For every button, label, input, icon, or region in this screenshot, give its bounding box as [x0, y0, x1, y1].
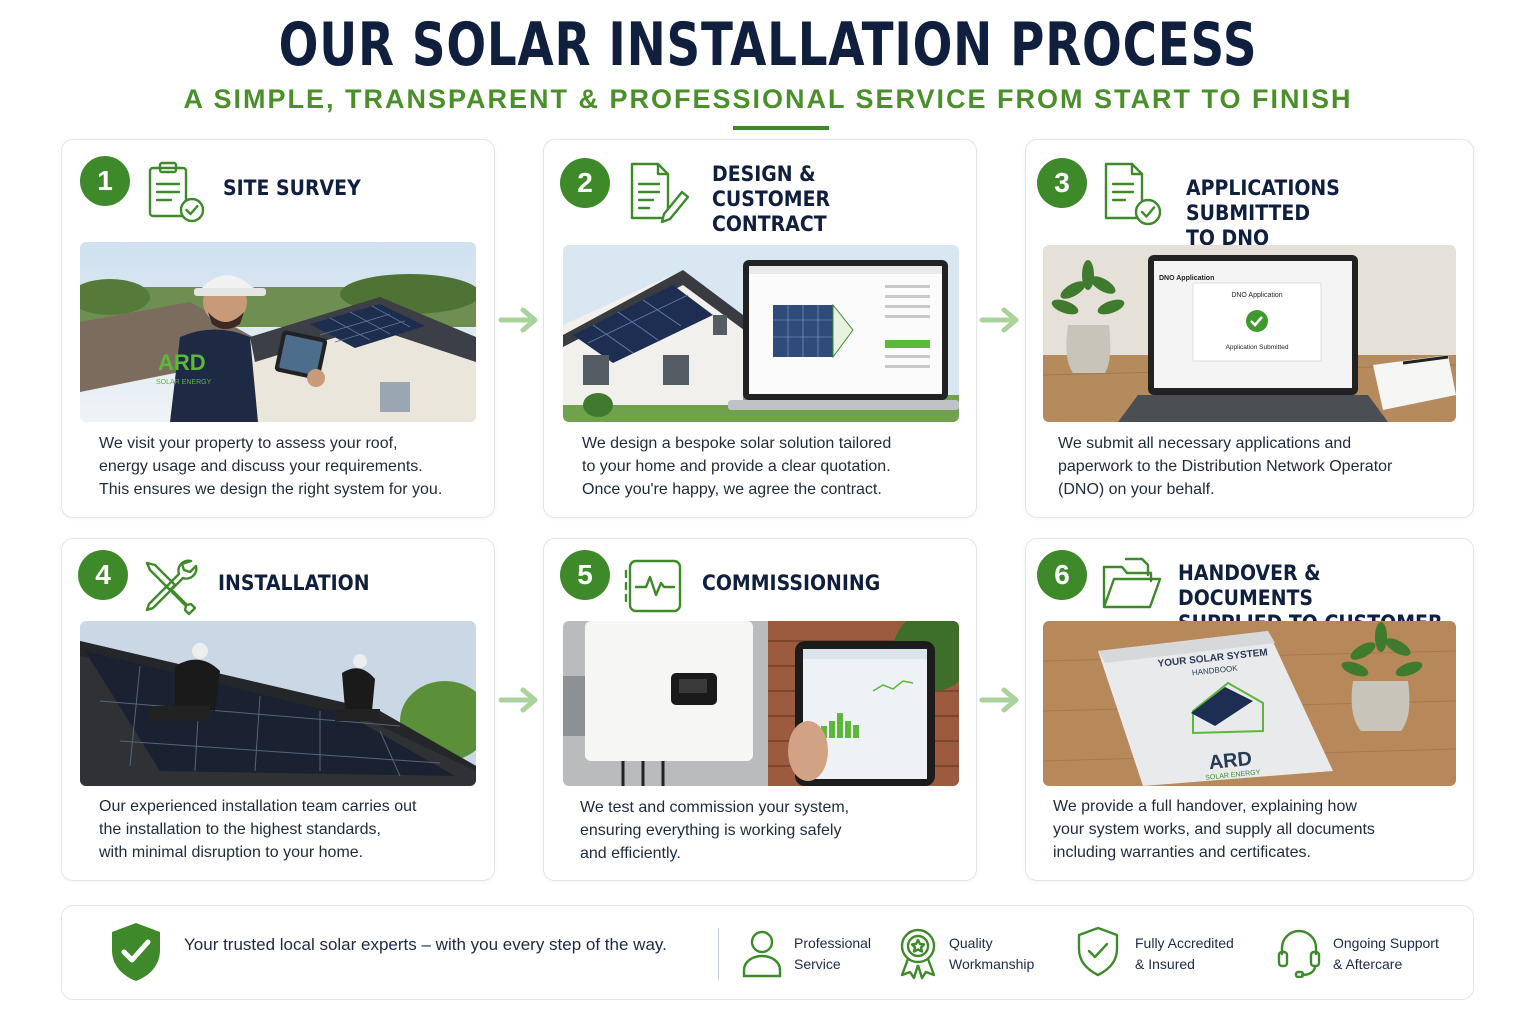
step-card-dno-applications: 3 APPLICATIONS SUBMITTED TO DNO DNO Appl…: [1025, 139, 1474, 518]
dno-window-title: DNO Application: [1159, 275, 1214, 282]
trust-tagline: Your trusted local solar experts – with …: [184, 935, 667, 954]
commissioning-photo: [563, 621, 959, 786]
step-number: 1: [80, 156, 130, 206]
step-number: 2: [560, 158, 610, 208]
arrow-right-icon: [979, 687, 1019, 713]
step-card-handover: 6 HANDOVER & DOCUMENTS SUPPLIED TO CUSTO…: [1025, 538, 1474, 881]
step-card-commissioning: 5 COMMISSIONING We test and com: [543, 538, 977, 881]
step-title: COMMISSIONING: [702, 571, 881, 595]
document-pen-icon: [630, 162, 690, 224]
award-badge-icon: [900, 928, 936, 980]
step-number: 6: [1037, 550, 1087, 600]
step-description: We test and commission your system, ensu…: [580, 799, 850, 862]
heartbeat-monitor-icon: [624, 559, 682, 613]
step-title: APPLICATIONS SUBMITTED TO DNO: [1186, 176, 1340, 250]
step-card-installation: 4 INSTALLATION Our experienced installat…: [61, 538, 495, 881]
feature-label: Ongoing Support & Aftercare: [1333, 935, 1439, 972]
step-number: 5: [560, 550, 610, 600]
step-title: INSTALLATION: [218, 571, 370, 595]
footer-divider: [718, 928, 719, 980]
dno-panel-title: DNO Application: [1231, 292, 1282, 299]
step-number: 4: [78, 550, 128, 600]
step-card-design-contract: 2 DESIGN & CUSTOMER CONTRACT: [543, 139, 977, 518]
title-underline: [733, 126, 829, 130]
step-title: SITE SURVEY: [223, 176, 361, 200]
arrow-right-icon: [498, 687, 538, 713]
feature-label: Professional Service: [794, 935, 872, 972]
handover-handbook-photo: YOUR SOLAR SYSTEM HANDBOOK ARD SOLAR ENE…: [1043, 621, 1456, 786]
shield-check-icon: [1077, 926, 1119, 977]
shield-check-icon: [112, 923, 160, 981]
step-card-site-survey: 1 SITE SURVEY: [61, 139, 495, 518]
ard-logo-text: ARD: [158, 350, 206, 375]
page-title: OUR SOLAR INSTALLATION PROCESS: [278, 10, 1258, 80]
step-number: 3: [1037, 158, 1087, 208]
headset-icon: [1277, 929, 1321, 978]
ard-logo-sub: SOLAR ENERGY: [156, 379, 212, 386]
site-survey-photo: ARD SOLAR ENERGY: [80, 242, 476, 422]
dno-panel-status: Application Submitted: [1226, 344, 1289, 351]
arrow-right-icon: [498, 307, 538, 333]
step-description: We submit all necessary applications and…: [1058, 435, 1393, 498]
dno-application-photo: DNO Application DNO Application Applicat…: [1043, 245, 1456, 422]
page-subtitle: A SIMPLE, TRANSPARENT & PROFESSIONAL SER…: [183, 84, 1353, 114]
step-description: We provide a full handover, explaining h…: [1053, 798, 1375, 861]
trust-banner: Your trusted local solar experts – with …: [61, 905, 1474, 1000]
arrow-right-icon: [979, 307, 1019, 333]
clipboard-check-icon: [148, 161, 205, 223]
step-title: DESIGN & CUSTOMER CONTRACT: [712, 162, 831, 236]
step-description: Our experienced installation team carrie…: [99, 798, 417, 861]
installation-photo: [80, 621, 476, 786]
tools-icon: [145, 559, 198, 616]
step-description: We design a bespoke solar solution tailo…: [582, 435, 892, 498]
step-description: We visit your property to assess your ro…: [99, 435, 443, 498]
document-check-icon: [1104, 162, 1162, 226]
design-contract-photo: [563, 245, 959, 422]
person-icon: [742, 930, 782, 978]
feature-label: Fully Accredited & Insured: [1135, 935, 1234, 972]
feature-label: Quality Workmanship: [949, 935, 1035, 972]
folder-icon: [1102, 557, 1162, 609]
handbook-logo-text: ARD: [1208, 748, 1253, 774]
